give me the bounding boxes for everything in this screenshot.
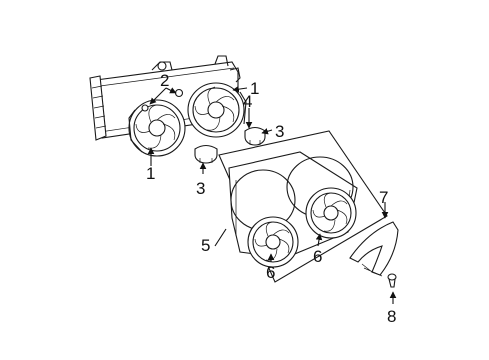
callout-5: 5 [201, 236, 210, 255]
air-deflector [349, 221, 399, 277]
callout-1-left: 1 [146, 164, 155, 183]
leader-lines [147, 85, 397, 304]
bolt-part-8 [387, 273, 397, 288]
callout-8: 8 [387, 307, 396, 326]
callout-6-right: 6 [313, 247, 322, 266]
callout-4: 4 [243, 92, 252, 111]
callout-6-left: 6 [266, 263, 275, 282]
callout-3-upper: 3 [275, 122, 284, 141]
right-fan-assembly [187, 82, 247, 138]
fan-shroud-assembly [218, 130, 388, 283]
callout-3-lower: 3 [196, 179, 205, 198]
callout-2: 2 [160, 71, 169, 90]
fan-motor-lower [194, 144, 218, 164]
fan-motor-upper [244, 126, 266, 146]
left-fan-assembly [128, 99, 186, 157]
callout-1-right: 1 [250, 79, 259, 98]
callout-7: 7 [379, 188, 388, 207]
